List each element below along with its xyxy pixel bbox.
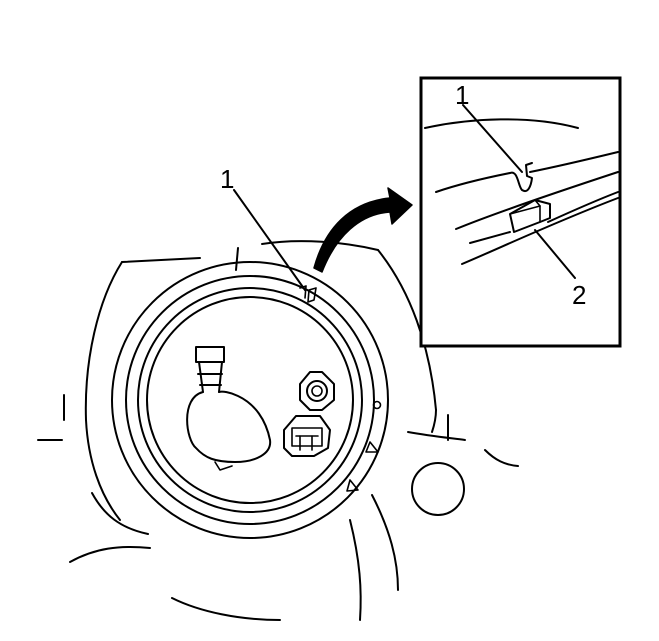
dot-mark <box>372 400 382 410</box>
pressure-sensor <box>299 371 335 411</box>
callout-2-detail: 2 <box>572 280 586 310</box>
tank-port <box>411 462 465 516</box>
electrical-connector <box>283 415 331 457</box>
lock-ring <box>111 261 389 539</box>
detail-arrow <box>313 187 413 273</box>
fuel-line-fitting <box>195 346 225 363</box>
triangle-mark-lower <box>346 479 359 492</box>
pump-body <box>186 390 272 463</box>
leader-line-2-detail <box>534 229 576 279</box>
triangle-mark-upper <box>365 441 379 453</box>
leader-line-1-main <box>233 189 306 291</box>
callout-1-main: 1 <box>220 164 234 194</box>
callout-1-detail: 1 <box>455 80 469 110</box>
leader-line-1-detail <box>462 104 523 173</box>
fuel-pump-module <box>186 346 272 471</box>
detail-inset <box>419 76 622 348</box>
ring-notch <box>509 162 533 192</box>
alignment-marks <box>299 285 382 492</box>
tank-housing <box>37 240 519 621</box>
